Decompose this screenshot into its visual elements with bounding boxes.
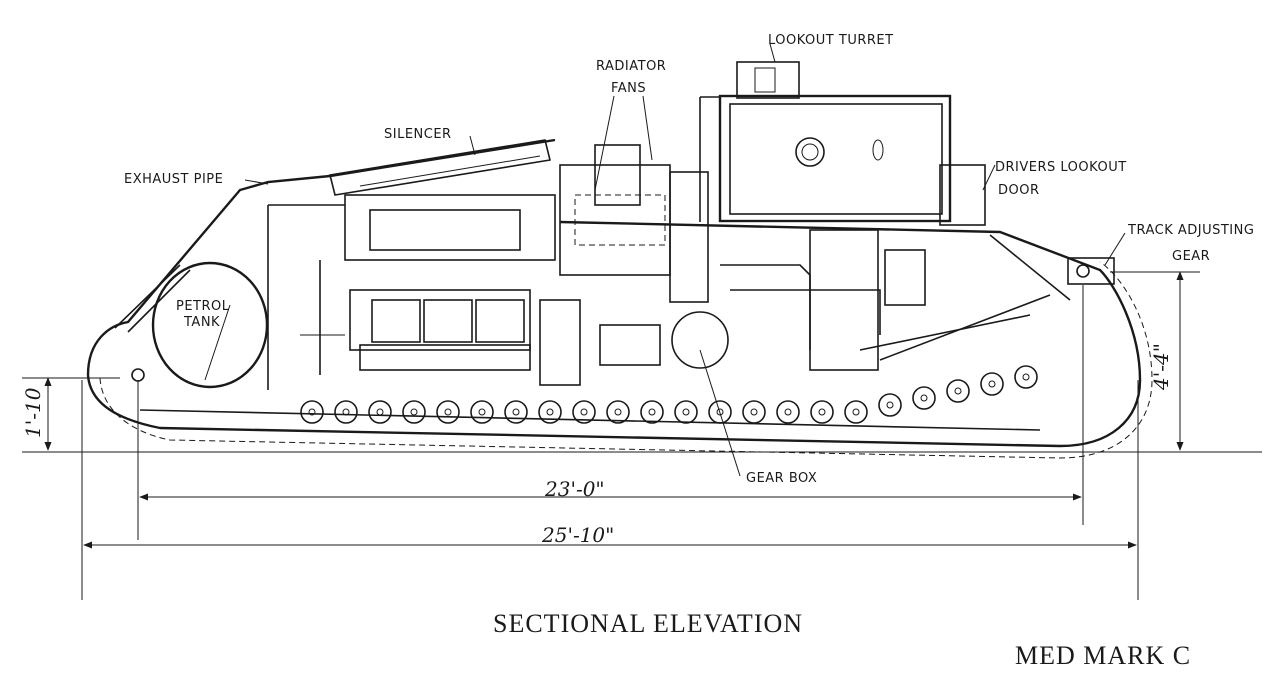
- road-wheel-hub: [410, 408, 418, 416]
- label-tank: TANK: [183, 315, 220, 330]
- road-wheel-hub: [376, 408, 384, 416]
- road-wheel: [538, 400, 562, 424]
- road-wheel-hub: [444, 408, 452, 416]
- label-exhaust-pipe: EXHAUST PIPE: [124, 172, 223, 187]
- label-drivers-lookout: DRIVERS LOOKOUT: [995, 160, 1127, 175]
- label-silencer: SILENCER: [384, 127, 452, 142]
- road-wheel-hub: [648, 408, 656, 416]
- road-wheel: [980, 372, 1004, 396]
- road-wheel: [912, 386, 936, 410]
- road-wheel-hub: [716, 408, 724, 416]
- drawing-title: SECTIONAL ELEVATION: [493, 609, 803, 638]
- road-wheel: [946, 379, 970, 403]
- road-wheel: [878, 393, 902, 417]
- road-wheel-hub: [954, 387, 962, 395]
- silencer: [329, 139, 551, 196]
- leader-lines: [204, 43, 1126, 477]
- road-wheel-hub: [478, 408, 486, 416]
- engine: [300, 194, 556, 375]
- road-wheel-hub: [308, 408, 316, 416]
- road-wheel-hub: [784, 408, 792, 416]
- road-wheel-hub: [512, 408, 520, 416]
- road-wheels: [300, 365, 1038, 424]
- road-wheel: [844, 400, 868, 424]
- cab-structure: [699, 61, 986, 226]
- road-wheel: [640, 400, 664, 424]
- label-gear: GEAR: [1172, 249, 1210, 264]
- radiator: [559, 144, 709, 303]
- road-wheel-hub: [920, 394, 928, 402]
- track-adjusting-gear: [989, 234, 1115, 301]
- label-door: DOOR: [998, 183, 1040, 198]
- label-gear-box: GEAR BOX: [746, 471, 817, 486]
- label-fans: FANS: [611, 81, 646, 96]
- road-wheel: [402, 400, 426, 424]
- road-wheel: [470, 400, 494, 424]
- road-wheel-hub: [886, 401, 894, 409]
- road-wheel: [300, 400, 324, 424]
- road-wheel: [572, 400, 596, 424]
- road-wheel: [334, 400, 358, 424]
- road-wheel: [776, 400, 800, 424]
- dimension-overall-length: 25'-10": [541, 523, 614, 547]
- dimension-height: 4'-4": [1149, 343, 1173, 391]
- road-wheel: [708, 400, 732, 424]
- road-wheel-hub: [546, 408, 554, 416]
- gearbox: [539, 229, 1051, 386]
- label-petrol: PETROL: [176, 299, 230, 314]
- road-wheel-hub: [682, 408, 690, 416]
- label-lookout-turret: LOOKOUT TURRET: [768, 33, 894, 48]
- road-wheel-hub: [1022, 373, 1030, 381]
- dimension-lines: [22, 271, 1200, 600]
- road-wheel: [742, 400, 766, 424]
- road-wheel: [1014, 365, 1038, 389]
- petrol-tank: [114, 261, 269, 389]
- road-wheel-hub: [614, 408, 622, 416]
- road-wheel-hub: [580, 408, 588, 416]
- label-radiator: RADIATOR: [596, 59, 666, 74]
- dimension-track-length: 23'-0": [544, 477, 605, 501]
- hull-outline: [86, 138, 1153, 459]
- road-wheel: [674, 400, 698, 424]
- road-wheel-hub: [342, 408, 350, 416]
- dimension-ground-clearance: 1'-10: [21, 387, 45, 438]
- road-wheel: [810, 400, 834, 424]
- road-wheel-hub: [852, 408, 860, 416]
- road-wheel: [436, 400, 460, 424]
- road-wheel-hub: [818, 408, 826, 416]
- road-wheel: [368, 400, 392, 424]
- road-wheel: [504, 400, 528, 424]
- road-wheel-hub: [750, 408, 758, 416]
- road-wheel-hub: [988, 380, 996, 388]
- road-wheel: [606, 400, 630, 424]
- label-track-adjusting: TRACK ADJUSTING: [1127, 223, 1254, 238]
- drawing-subtitle: MED MARK C: [1015, 641, 1191, 670]
